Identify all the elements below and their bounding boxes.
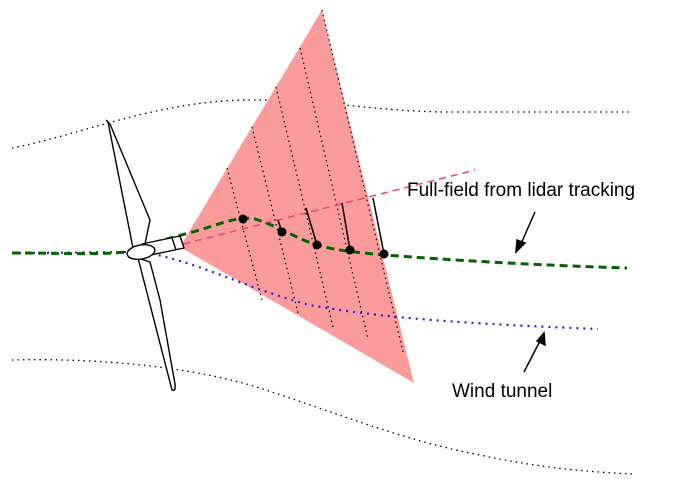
annotation-arrows (515, 211, 546, 373)
lidar-point (238, 214, 248, 224)
wind-turbine (105, 119, 185, 392)
lidar-points (238, 197, 389, 259)
arrow-head-full-field (515, 238, 527, 254)
lidar-point (345, 245, 355, 255)
full-field-label: Full-field from lidar tracking (407, 180, 635, 201)
arrow-head-wind-tunnel (535, 331, 546, 347)
wind-tunnel-label: Wind tunnel (452, 381, 552, 402)
lidar-point (379, 249, 389, 259)
yaw-axis-line (159, 169, 476, 251)
upper-blade (105, 119, 151, 249)
lower-wake-boundary (11, 359, 633, 475)
rotor-hub (126, 243, 156, 261)
lower-blade (137, 257, 176, 392)
lidar-centerline (11, 216, 628, 270)
lidar-point (312, 240, 322, 250)
scan-lines (226, 9, 404, 353)
lidar-scan-sector (180, 10, 414, 383)
lidar-point (277, 227, 287, 237)
